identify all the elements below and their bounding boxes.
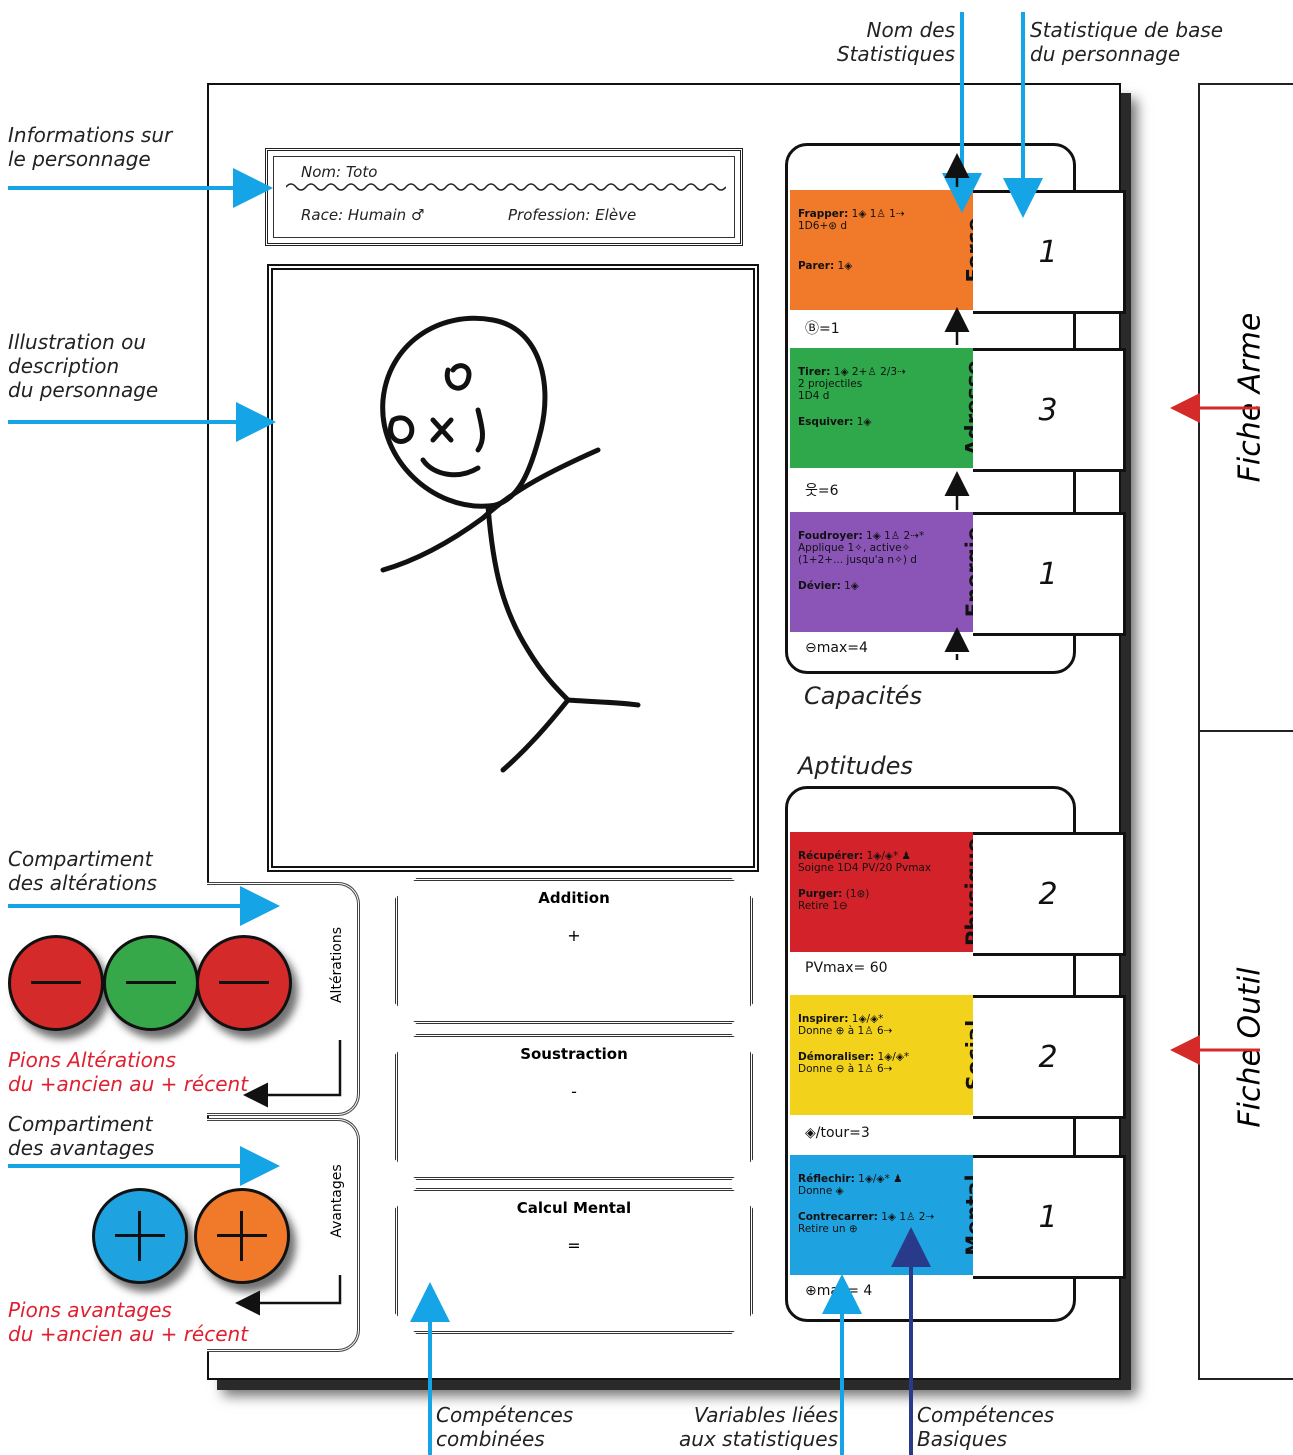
wavy-divider [286,183,726,191]
social-variable: ◈/tour=3 [805,1125,870,1141]
character-profession: Profession: Elève [508,206,637,224]
alteration-pawn-2[interactable] [103,935,199,1031]
energie-variable: ⊖max=4 [805,640,868,656]
social-band: Inspirer: 1◈/◈* Donne ⊕ à 1♙ 6⇢ Démorali… [790,995,995,1115]
avantage-pawn-2[interactable] [194,1188,290,1284]
annotation-nom-statistiques: Nom des Statistiques [836,18,955,66]
purger-skill-cost: (1⊛) [845,888,870,900]
purger-skill-name: Purger: [798,888,843,900]
tirer-skill-name: Tirer: [798,366,831,378]
devier-skill-cost: 1◈ [844,580,859,592]
avantage-pawn-1[interactable] [92,1188,188,1284]
demoraliser-skill-effect: Donne ⊖ à 1♙ 6⇢ [798,1063,893,1075]
frapper-skill-effect: 1D6+⊛ d [798,220,848,232]
inspirer-skill-cost: 1◈/◈* [851,1013,884,1025]
annotation-informations: Informations sur le personnage [8,123,173,171]
recuperer-skill-name: Récupérer: [798,850,864,862]
annotation-compartiment-avantages: Compartiment des avantages [8,1112,155,1160]
recuperer-skill-cost: 1◈/◈* ♟ [866,850,911,862]
parer-skill-cost: 1◈ [837,260,853,272]
foudroyer-skill-name: Foudroyer: [798,530,863,542]
purger-skill-effect: Retire 1⊖ [798,900,848,912]
annotation-illustration: Illustration ou description du personnag… [8,330,159,402]
mental-stat-value[interactable]: 1 [973,1155,1126,1279]
capacites-title: Capacités [804,682,922,710]
stick-figure-drawing [380,315,641,773]
demoraliser-skill-name: Démoraliser: [798,1051,875,1063]
esquiver-skill-name: Esquiver: [798,416,854,428]
calcul-mental-symbol: = [567,1236,581,1255]
frapper-skill-name: Frapper: [798,208,849,220]
annotation-pions-avantages: Pions avantages du +ancien au + récent [8,1298,249,1346]
foudroyer-skill-cost: 1◈ 1♙ 2⇢* [866,530,925,542]
foudroyer-skill-damage: (1+2+... jusqu'a n✧) d [798,554,917,566]
aptitudes-title: Aptitudes [798,752,913,780]
arrow-alterations-order [243,1040,342,1108]
adresse-variable: 웃=6 [805,483,839,499]
energie-band: Foudroyer: 1◈ 1♙ 2⇢* Applique 1✧, active… [790,512,995,632]
alteration-pawn-1[interactable] [8,935,104,1031]
addition-title: Addition [538,889,610,907]
side-panel: Fiche Arme Fiche Outil [1198,83,1293,1380]
side-panel-divider [1200,730,1293,732]
annotation-variables-liees: Variables liées aux statistiques [679,1403,838,1451]
calcul-mental-skill-box[interactable]: Calcul Mental = [395,1188,753,1334]
esquiver-skill-cost: 1◈ [856,416,872,428]
calcul-mental-title: Calcul Mental [516,1199,632,1217]
character-name: Nom: Toto [301,163,378,181]
tirer-skill-effect: 2 projectiles [798,378,863,390]
annotation-competences-combinees: Compétences combinées [436,1403,574,1451]
foudroyer-skill-effect: Applique 1✧, active✧ [798,542,911,554]
annotation-compartiment-alterations: Compartiment des altérations [8,847,157,895]
character-info-box: Nom: Toto Race: Humain ♂ Profession: Elè… [265,148,743,246]
character-portrait-frame [267,264,759,872]
demoraliser-skill-cost: 1◈/◈* [877,1051,910,1063]
reflechir-skill-name: Réflechir: [798,1173,855,1185]
devier-skill-name: Dévier: [798,580,841,592]
social-stat-value[interactable]: 2 [973,995,1126,1119]
soustraction-skill-box[interactable]: Soustraction - [395,1034,753,1180]
physique-band: Récupérer: 1◈/◈* ♟ Soigne 1D4 PV/20 Pvma… [790,832,995,952]
character-race: Race: Humain ♂ [301,206,425,224]
reflechir-skill-cost: 1◈/◈* ♟ [858,1173,903,1185]
addition-skill-box[interactable]: Addition + [395,878,753,1024]
tirer-skill-damage: 1D4 d [798,390,830,402]
adresse-band: Tirer: 1◈ 2+♙ 2/3⇢ 2 projectiles 1D4 d E… [790,348,995,468]
force-stat-value[interactable]: 1 [973,190,1126,314]
contrecarrer-skill-effect: Retire un ⊕ [798,1223,858,1235]
reflechir-skill-effect: Donne ◈ [798,1185,844,1197]
frapper-skill-cost: 1◈ 1♙ 1⇢ [851,208,905,220]
annotation-competences-basiques: Compétences Basiques [917,1403,1055,1451]
alteration-pawn-3[interactable] [196,935,292,1031]
physique-stat-value[interactable]: 2 [973,832,1126,956]
physique-variable: PVmax= 60 [805,960,888,976]
recuperer-skill-effect: Soigne 1D4 PV/20 Pvmax [798,862,932,874]
parer-skill-name: Parer: [798,260,835,272]
adresse-stat-value[interactable]: 3 [973,348,1126,472]
inspirer-skill-name: Inspirer: [798,1013,849,1025]
force-variable: Ⓑ=1 [805,321,840,337]
inspirer-skill-effect: Donne ⊕ à 1♙ 6⇢ [798,1025,893,1037]
tirer-skill-cost: 1◈ 2+♙ 2/3⇢ [833,366,906,378]
annotation-pions-alterations: Pions Altérations du +ancien au + récent [8,1048,249,1096]
contrecarrer-skill-cost: 1◈ 1♙ 2⇢ [881,1211,935,1223]
arrow-avantages-order [235,1275,342,1316]
soustraction-symbol: - [571,1082,577,1101]
energie-stat-value[interactable]: 1 [973,512,1126,636]
addition-symbol: + [567,926,581,945]
contrecarrer-skill-name: Contrecarrer: [798,1211,878,1223]
annotation-statistique-base: Statistique de base du personnage [1030,18,1224,66]
soustraction-title: Soustraction [520,1045,628,1063]
